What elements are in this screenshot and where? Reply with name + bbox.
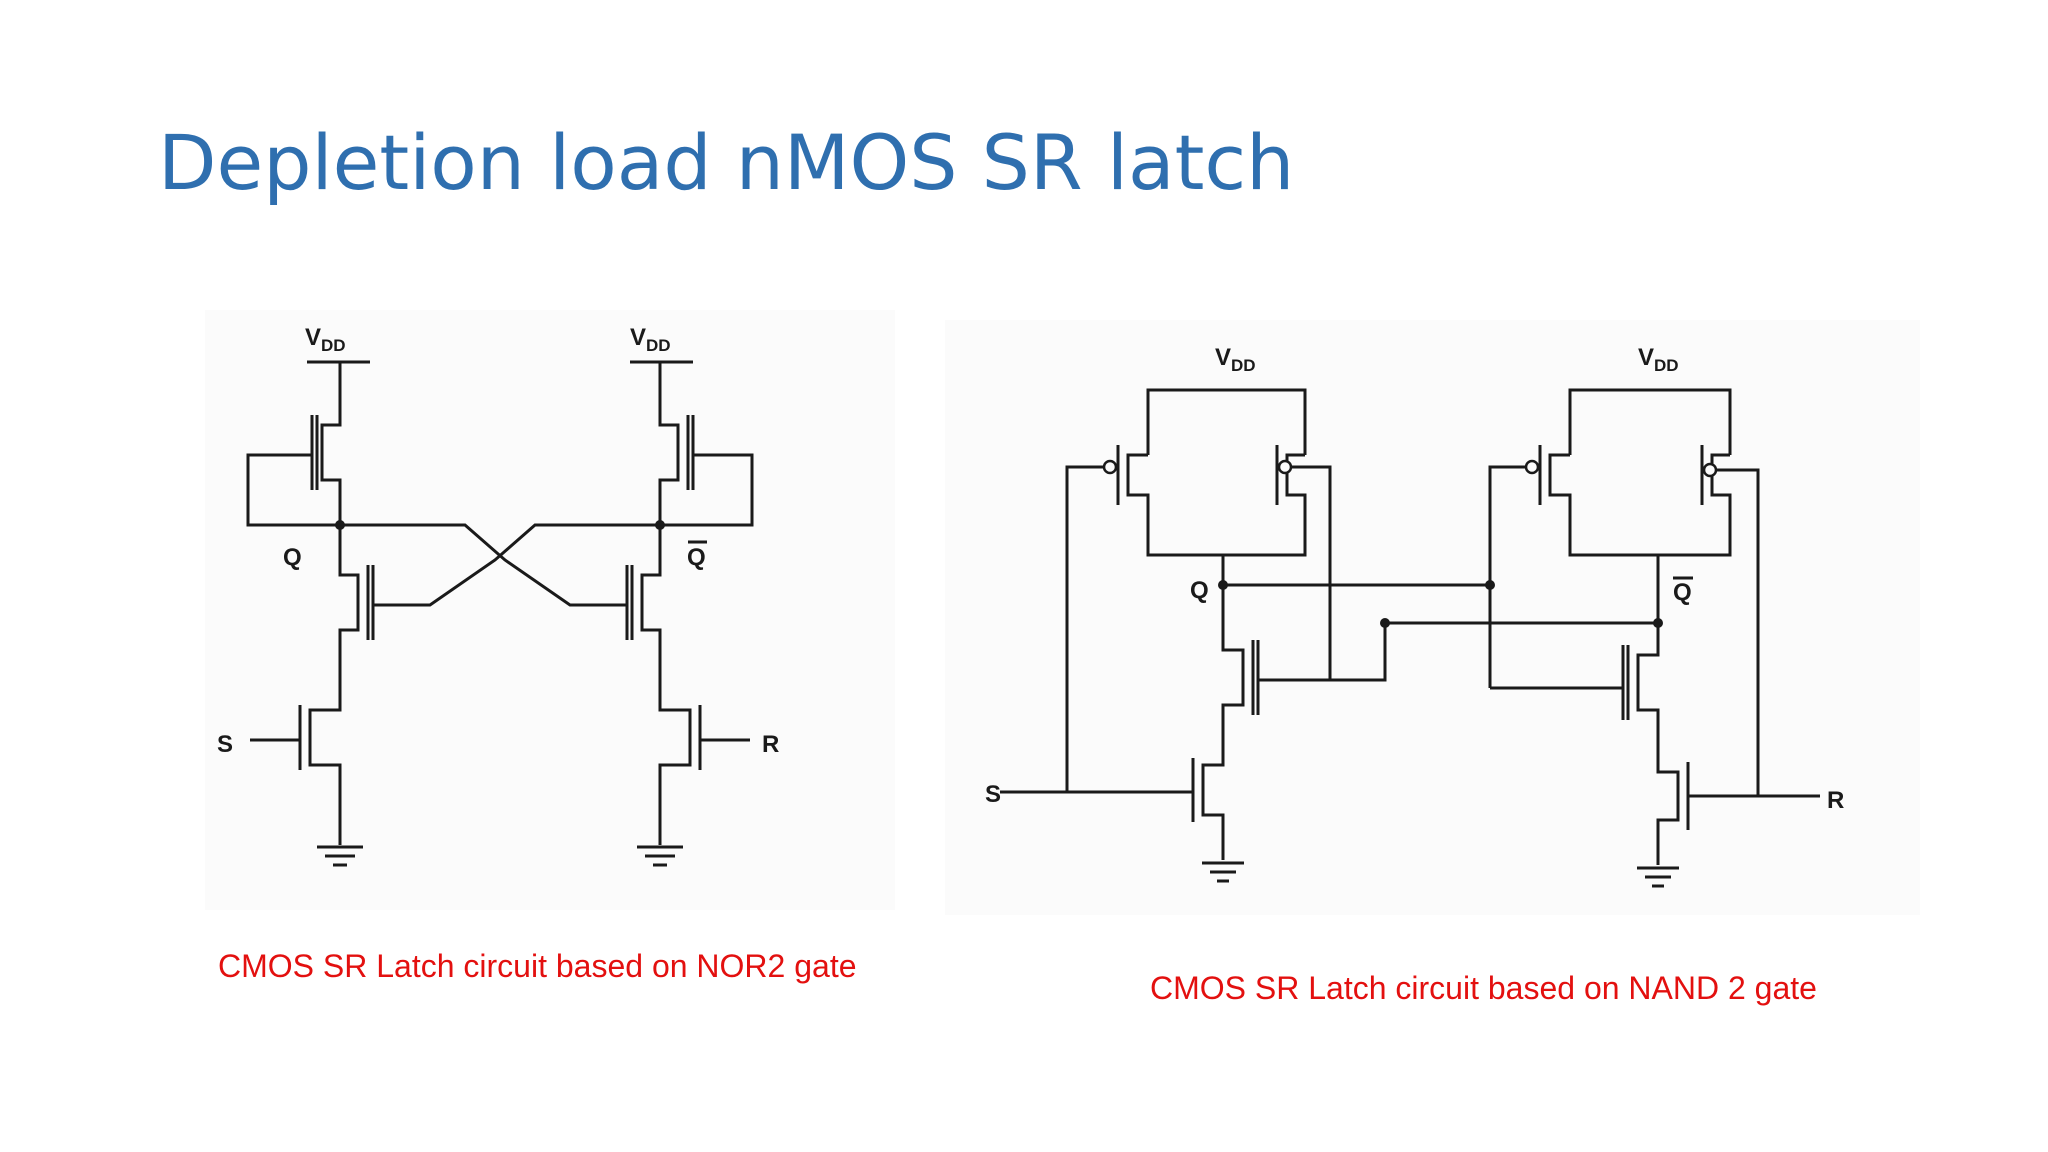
s-label: S — [985, 781, 1001, 808]
r-label: R — [762, 731, 779, 758]
vdd-label-left: VDD — [1215, 344, 1256, 375]
vdd-label-right: VDD — [1638, 344, 1679, 375]
vdd-label-left: VDD — [305, 324, 346, 355]
nor-latch-caption: CMOS SR Latch circuit based on NOR2 gate — [218, 948, 857, 984]
qbar-label: Q — [687, 544, 706, 571]
slide-title: Depletion load nMOS SR latch — [158, 118, 1295, 207]
nand-latch-caption: CMOS SR Latch circuit based on NAND 2 ga… — [1150, 970, 1817, 1006]
vdd-label-right: VDD — [630, 324, 671, 355]
s-label: S — [217, 731, 233, 758]
qbar-label: Q — [1673, 579, 1692, 606]
q-label: Q — [283, 544, 302, 571]
q-label: Q — [1190, 577, 1209, 604]
nand-latch-diagram: VDD VDD Q S — [945, 320, 1920, 915]
r-label: R — [1827, 787, 1844, 814]
nor-latch-diagram: VDD VDD Q S Q — [205, 310, 895, 910]
